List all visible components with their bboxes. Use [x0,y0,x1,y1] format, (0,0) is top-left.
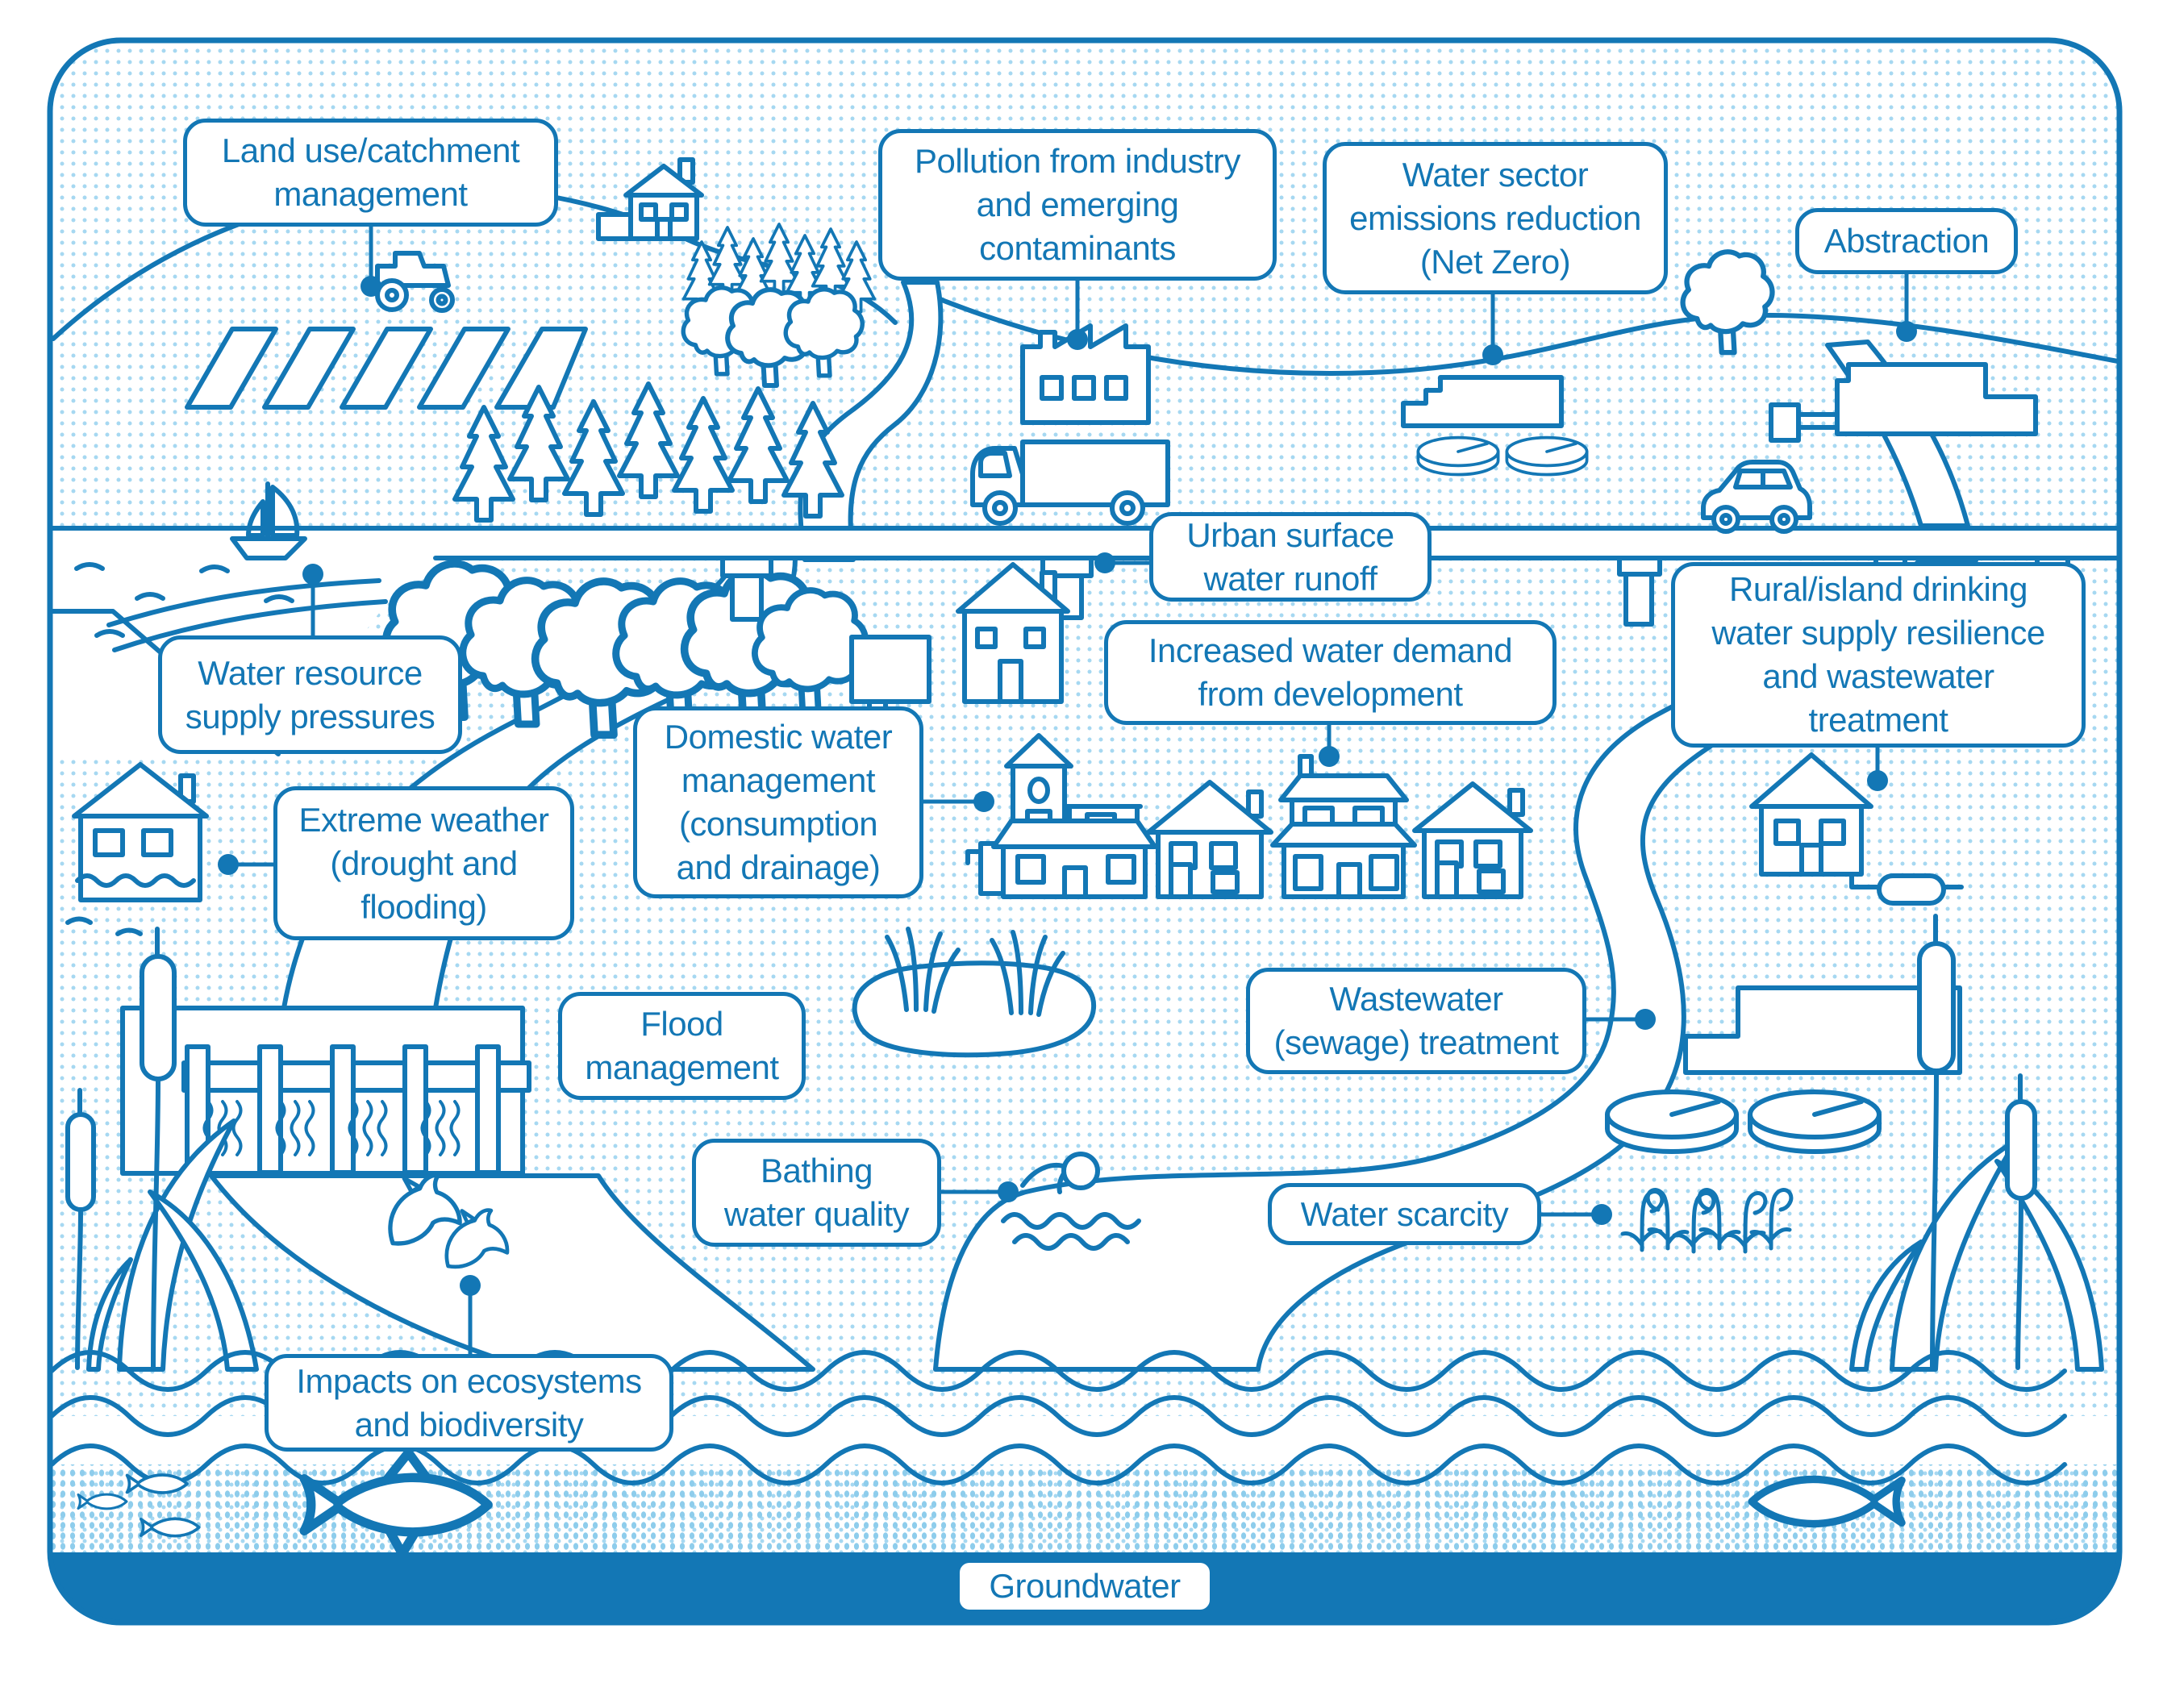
callout-impacts-on-ecosystems: Impacts on ecosystems and biodiversity [265,1354,673,1452]
cottage-icon [849,562,1070,743]
callout-text: Water resource [198,653,423,692]
callout-wastewater-sewage-treatment: Wastewater (sewage) treatment [1246,968,1586,1074]
callout-text: Rural/island drinking [1728,570,2028,608]
callout-text: (drought and [330,844,518,882]
swimmer-icon [1001,1152,1141,1251]
abstraction-works-icon [1769,362,2038,443]
callout-text: Domestic water [664,718,893,756]
callout-text: management [585,1048,779,1086]
callout-text: and drainage) [676,848,881,886]
callout-text: Impacts on ecosystems [296,1361,642,1400]
callout-urban-surface-water-runoff: Urban surface water runoff [1149,512,1432,602]
callout-text: (consumption [678,805,878,843]
callout-text: Water scarcity [1300,1194,1509,1233]
bulrushes-icon [65,927,259,1372]
callout-groundwater: Groundwater [960,1563,1210,1610]
callout-text: management [273,175,468,213]
callout-text: supply pressures [185,697,436,735]
plowed-fields-icon [185,327,588,410]
callout-bathing-water-quality: Bathing water quality [692,1139,941,1247]
weir-icon [181,1044,531,1175]
callout-text: (Net Zero) [1419,242,1571,281]
wastewater-works-icon [1607,985,1962,1152]
farmhouse-icon [596,157,704,241]
bulrushes-icon [1849,914,2104,1372]
callout-text: Increased water demand [1148,631,1513,669]
fish-icon [77,1448,1902,1559]
callout-text: water quality [723,1195,910,1233]
callout-flood-management: Flood management [558,992,806,1100]
callout-text: emissions reduction [1349,198,1641,237]
truck-icon [970,439,1170,526]
callout-water-sector-emissions: Water sector emissions reduction (Net Ze… [1323,142,1668,294]
callout-land-use-catchment-management: Land use/catchment management [183,119,558,227]
callout-text: Land use/catchment [221,131,520,169]
callout-text: (sewage) treatment [1273,1023,1559,1061]
dolphins-icon [388,1173,510,1269]
callout-increased-water-demand: Increased water demand from development [1104,620,1557,725]
callout-text: Bathing [761,1152,873,1189]
callout-text: contaminants [979,229,1176,267]
callout-text: Flood [640,1005,723,1043]
callout-text: Extreme weather [298,800,549,839]
callout-domestic-water-management: Domestic water management (consumption a… [633,706,923,898]
callout-text: Wastewater [1329,980,1503,1018]
rural-house-icon [1749,752,1964,906]
septic-tank-icon [1877,873,1946,906]
connectors [218,224,1917,1356]
callout-text: Groundwater [989,1567,1181,1605]
village-houses-icon [965,733,1533,899]
callout-water-scarcity: Water scarcity [1268,1183,1541,1245]
callout-text: from development [1198,675,1463,713]
callout-abstraction: Abstraction [1795,208,2018,274]
callout-text: and wastewater [1762,657,1994,695]
net-zero-works-icon [1401,375,1589,477]
callout-water-resource-supply-pressures: Water resource supply pressures [158,635,462,754]
callout-text: management [681,761,876,799]
flooded-house-icon [65,762,209,936]
callout-text: Pollution from industry [914,142,1241,180]
callout-text: water supply resilience [1711,614,2045,652]
callout-text: water runoff [1203,559,1377,598]
callout-extreme-weather: Extreme weather (drought and flooding) [273,786,574,940]
callout-text: treatment [1808,701,1948,739]
callout-text: Abstraction [1823,222,1990,260]
callout-text: flooding) [360,887,487,926]
callout-text: Water sector [1402,155,1589,194]
callout-rural-island-drinking-water: Rural/island drinking water supply resil… [1671,562,2086,748]
callout-text: and emerging [976,185,1179,223]
callout-text: Urban surface [1186,515,1394,554]
car-icon [1701,460,1812,534]
factory-icon [1020,323,1151,425]
callout-pollution-from-industry: Pollution from industry and emerging con… [878,129,1277,281]
pond-icon [852,927,1097,1058]
tractor-icon [375,251,455,313]
callout-text: and biodiversity [354,1405,584,1443]
